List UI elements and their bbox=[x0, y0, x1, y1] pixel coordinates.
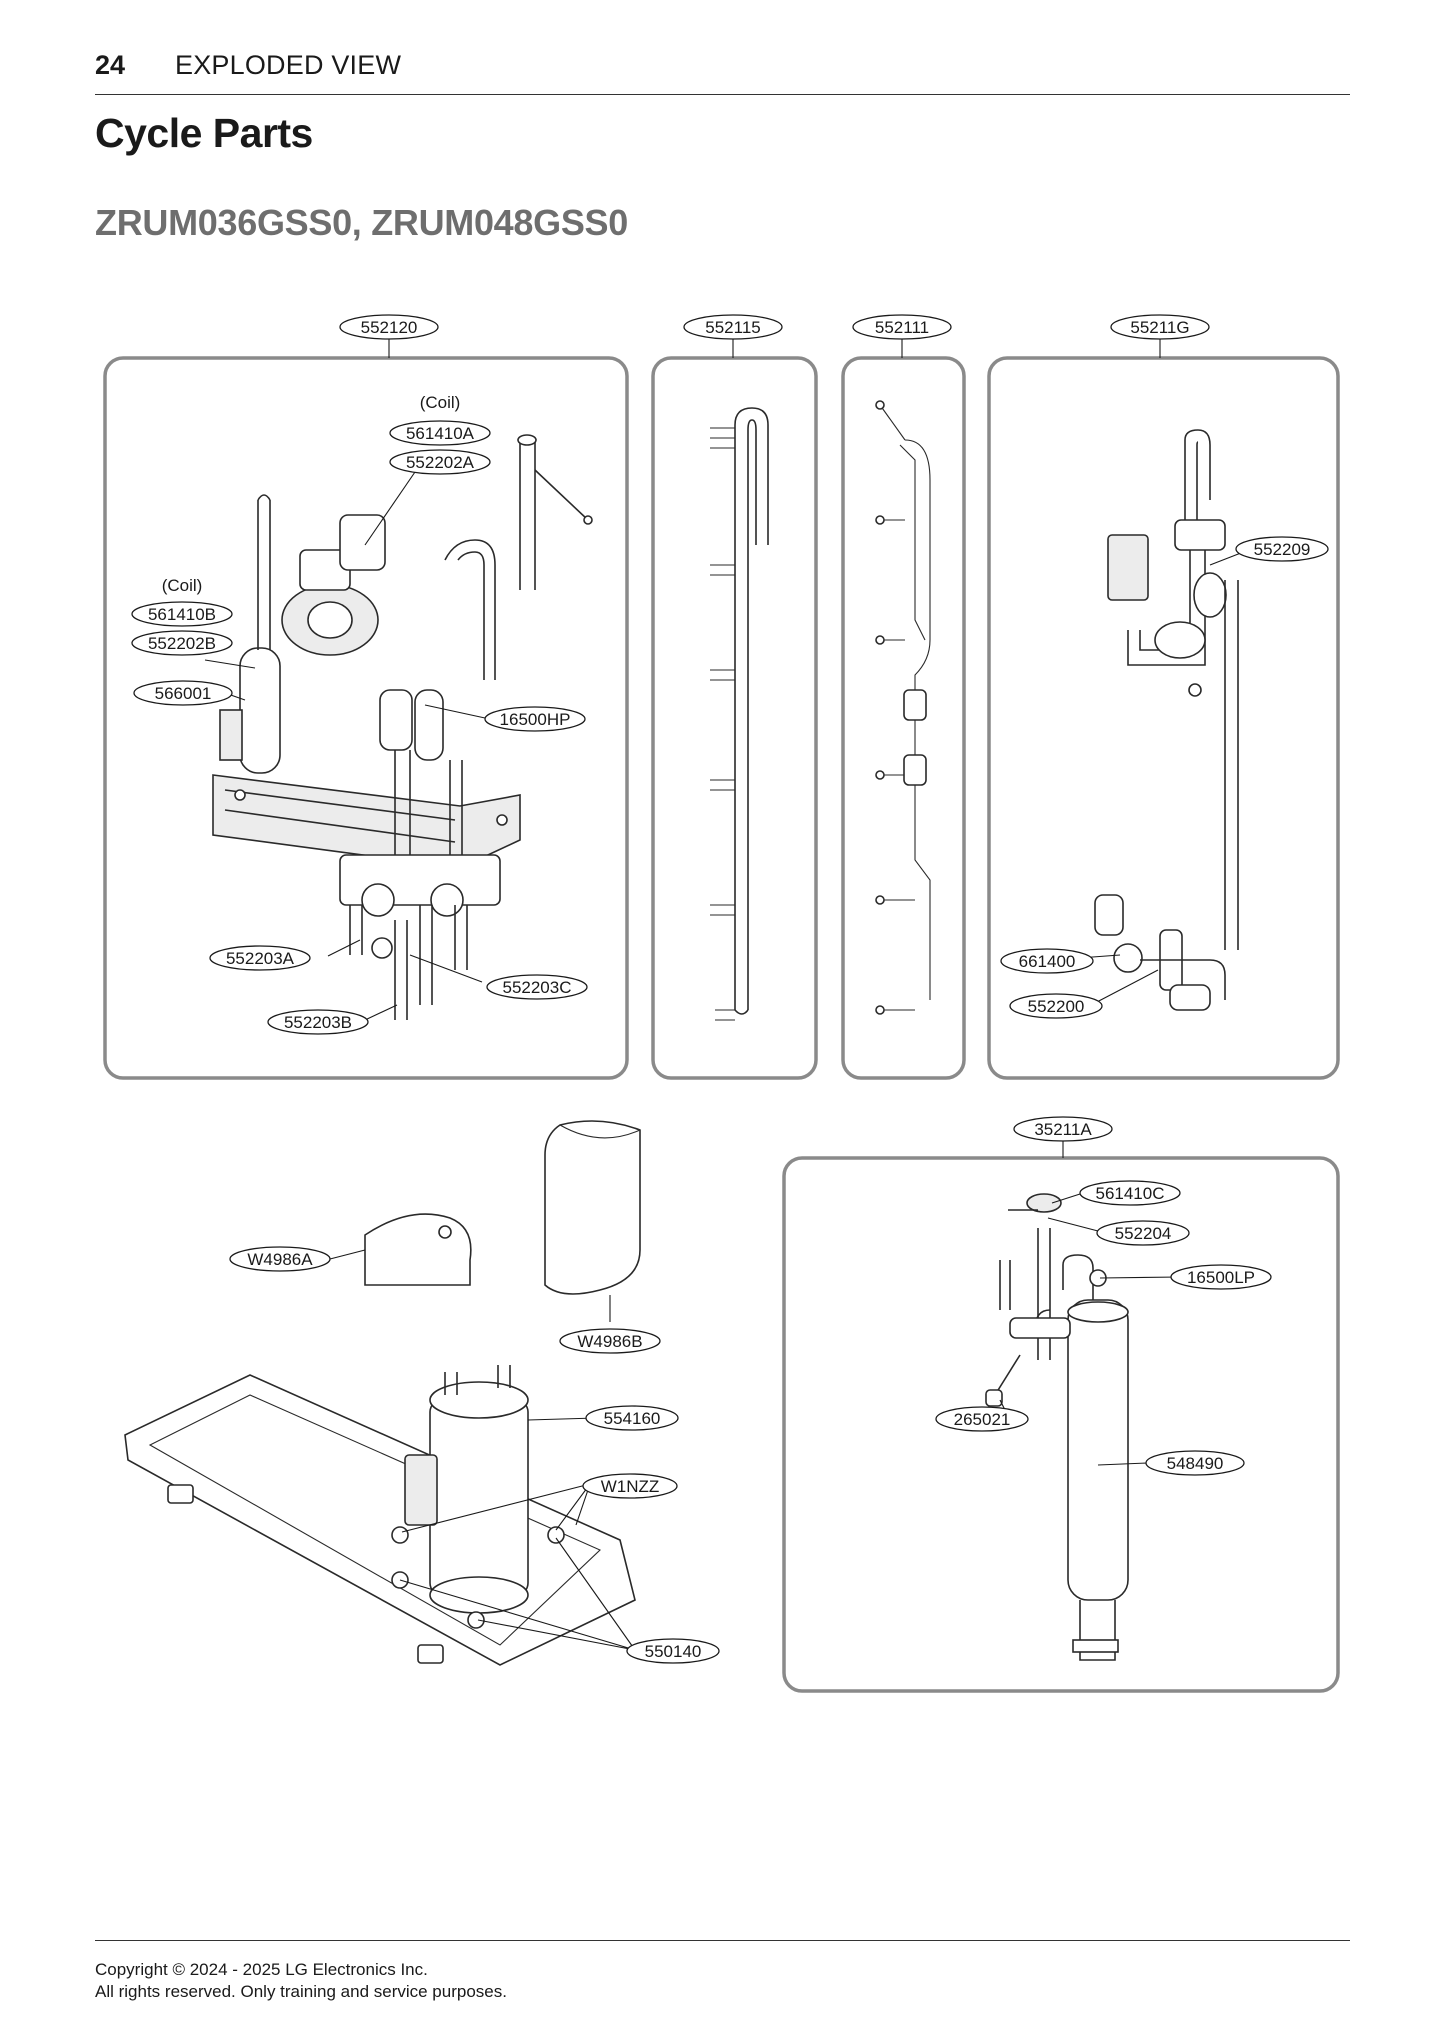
svg-text:55211G: 55211G bbox=[1130, 318, 1189, 337]
part-callout-552120: 552120 bbox=[339, 314, 439, 340]
svg-text:552203C: 552203C bbox=[502, 978, 571, 997]
part-callout-35211A: 35211A bbox=[1013, 1116, 1113, 1142]
svg-text:W4986B: W4986B bbox=[577, 1332, 642, 1351]
svg-text:552204: 552204 bbox=[1115, 1224, 1172, 1243]
part-callout-552202B: 552202B bbox=[131, 630, 233, 656]
svg-text:W4986A: W4986A bbox=[247, 1250, 313, 1269]
model-numbers: ZRUM036GSS0, ZRUM048GSS0 bbox=[95, 202, 628, 243]
page-header: 24 EXPLODED VIEW bbox=[95, 48, 1350, 95]
svg-text:552203A: 552203A bbox=[226, 949, 295, 968]
part-callout-548490: 548490 bbox=[1145, 1450, 1245, 1476]
svg-text:548490: 548490 bbox=[1167, 1454, 1224, 1473]
panel-pipe-manifold-b bbox=[841, 356, 966, 1080]
copyright-text: Copyright © 2024 - 2025 LG Electronics I… bbox=[95, 1960, 428, 1979]
part-callout-552111: 552111 bbox=[852, 314, 952, 340]
coil-note-lower: (Coil) bbox=[162, 576, 203, 595]
part-callout-265021: 265021 bbox=[935, 1406, 1029, 1432]
part-callout-16500LP: 16500LP bbox=[1170, 1264, 1272, 1290]
page-footer: Copyright © 2024 - 2025 LG Electronics I… bbox=[95, 1940, 1350, 2003]
svg-text:W1NZZ: W1NZZ bbox=[601, 1477, 660, 1496]
part-callout-552202A: 552202A bbox=[389, 449, 491, 475]
svg-text:552120: 552120 bbox=[361, 318, 418, 337]
pipe-manifold-b-drawing bbox=[875, 400, 931, 1015]
compressor-base-drawing bbox=[124, 1120, 641, 1666]
part-callout-566001: 566001 bbox=[133, 680, 233, 706]
accumulator-assembly-drawing bbox=[985, 1193, 1129, 1661]
part-callout-552203B: 552203B bbox=[267, 1009, 369, 1035]
svg-text:552202A: 552202A bbox=[406, 453, 475, 472]
part-callout-W1NZZ: W1NZZ bbox=[582, 1473, 678, 1499]
part-callout-554160: 554160 bbox=[585, 1405, 679, 1431]
svg-text:561410B: 561410B bbox=[148, 605, 216, 624]
part-callout-552203C: 552203C bbox=[486, 974, 588, 1000]
svg-text:661400: 661400 bbox=[1019, 952, 1076, 971]
svg-text:16500HP: 16500HP bbox=[500, 710, 571, 729]
coil-note-upper: (Coil) bbox=[420, 393, 461, 412]
panel-accumulator-assembly bbox=[782, 1156, 1340, 1693]
part-callout-552203A: 552203A bbox=[209, 945, 311, 971]
part-callout-552115: 552115 bbox=[683, 314, 783, 340]
part-callout-661400: 661400 bbox=[1000, 948, 1094, 974]
panel-four-way-valve-assembly bbox=[103, 356, 629, 1080]
page-number: 24 bbox=[95, 50, 126, 80]
rights-text: All rights reserved. Only training and s… bbox=[95, 1982, 507, 2001]
four-way-valve-assembly-drawing bbox=[212, 434, 593, 1020]
svg-text:561410A: 561410A bbox=[406, 424, 475, 443]
part-callout-W4986B: W4986B bbox=[559, 1328, 661, 1354]
part-callout-552204: 552204 bbox=[1096, 1220, 1190, 1246]
part-callout-561410B: 561410B bbox=[131, 601, 233, 627]
svg-text:552202B: 552202B bbox=[148, 634, 216, 653]
panel-pipe-manifold-a bbox=[651, 356, 818, 1080]
svg-text:552209: 552209 bbox=[1254, 540, 1311, 559]
svg-text:561410C: 561410C bbox=[1095, 1184, 1164, 1203]
svg-text:552200: 552200 bbox=[1028, 997, 1085, 1016]
svg-text:35211A: 35211A bbox=[1034, 1120, 1092, 1139]
part-callout-55211G: 55211G bbox=[1110, 314, 1210, 340]
panel-pipe-assembly-g bbox=[987, 356, 1340, 1080]
svg-text:16500LP: 16500LP bbox=[1187, 1268, 1255, 1287]
part-callout-561410A: 561410A bbox=[389, 420, 491, 446]
svg-text:552111: 552111 bbox=[875, 318, 929, 337]
svg-text:554160: 554160 bbox=[604, 1409, 661, 1428]
pipe-assembly-g-drawing bbox=[1094, 429, 1239, 1011]
part-callout-552200: 552200 bbox=[1009, 993, 1103, 1019]
svg-text:552115: 552115 bbox=[705, 318, 760, 337]
part-callout-561410C: 561410C bbox=[1079, 1180, 1181, 1206]
svg-text:566001: 566001 bbox=[155, 684, 212, 703]
part-callout-550140: 550140 bbox=[626, 1638, 720, 1664]
page-title: Cycle Parts bbox=[95, 110, 313, 156]
pipe-manifold-a-drawing bbox=[710, 407, 769, 1021]
part-callout-16500HP: 16500HP bbox=[484, 706, 586, 732]
svg-text:265021: 265021 bbox=[954, 1410, 1011, 1429]
part-callout-552209: 552209 bbox=[1235, 536, 1329, 562]
svg-text:550140: 550140 bbox=[645, 1642, 702, 1661]
svg-text:552203B: 552203B bbox=[284, 1013, 352, 1032]
part-callout-W4986A: W4986A bbox=[229, 1246, 331, 1272]
section-label: EXPLODED VIEW bbox=[175, 50, 402, 80]
